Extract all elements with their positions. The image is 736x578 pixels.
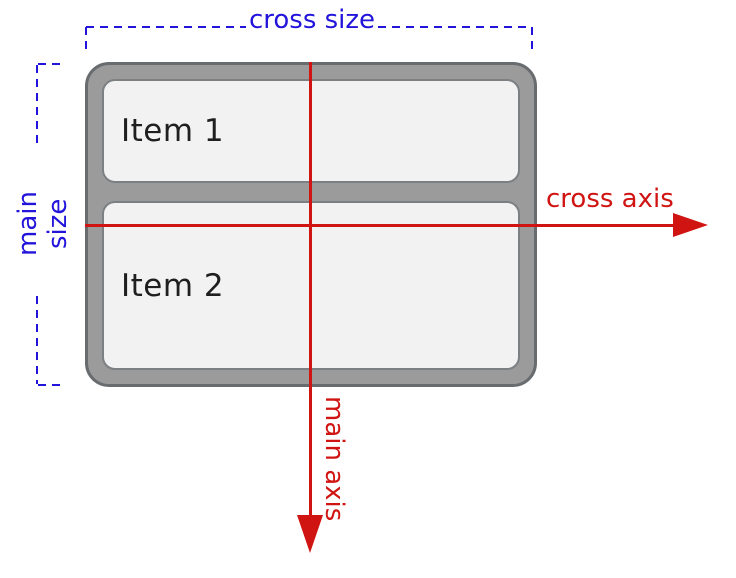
main-size-bracket-bottom-tick <box>38 384 65 386</box>
cross-size-label: cross size <box>248 5 376 35</box>
main-size-bracket-top-segment <box>36 65 38 147</box>
flex-item-2-label: Item 2 <box>121 267 225 304</box>
cross-size-bracket-left-segment <box>86 26 246 28</box>
cross-size-bracket-right-segment <box>378 26 532 28</box>
cross-axis-label: cross axis <box>546 184 674 214</box>
main-size-label: main size <box>13 191 73 257</box>
main-size-bracket-bottom-segment <box>36 296 38 384</box>
main-size-bracket-top-tick <box>38 63 65 65</box>
cross-size-bracket-left-tick <box>85 27 87 52</box>
flex-item-1-label: Item 1 <box>121 113 225 149</box>
cross-axis-arrow-line <box>85 224 675 227</box>
main-axis-arrow-line <box>309 62 312 517</box>
main-axis-arrowhead-icon <box>297 515 323 553</box>
cross-axis-arrowhead-icon <box>673 213 708 237</box>
main-axis-label: main axis <box>319 396 349 522</box>
cross-size-bracket-right-tick <box>531 27 533 50</box>
